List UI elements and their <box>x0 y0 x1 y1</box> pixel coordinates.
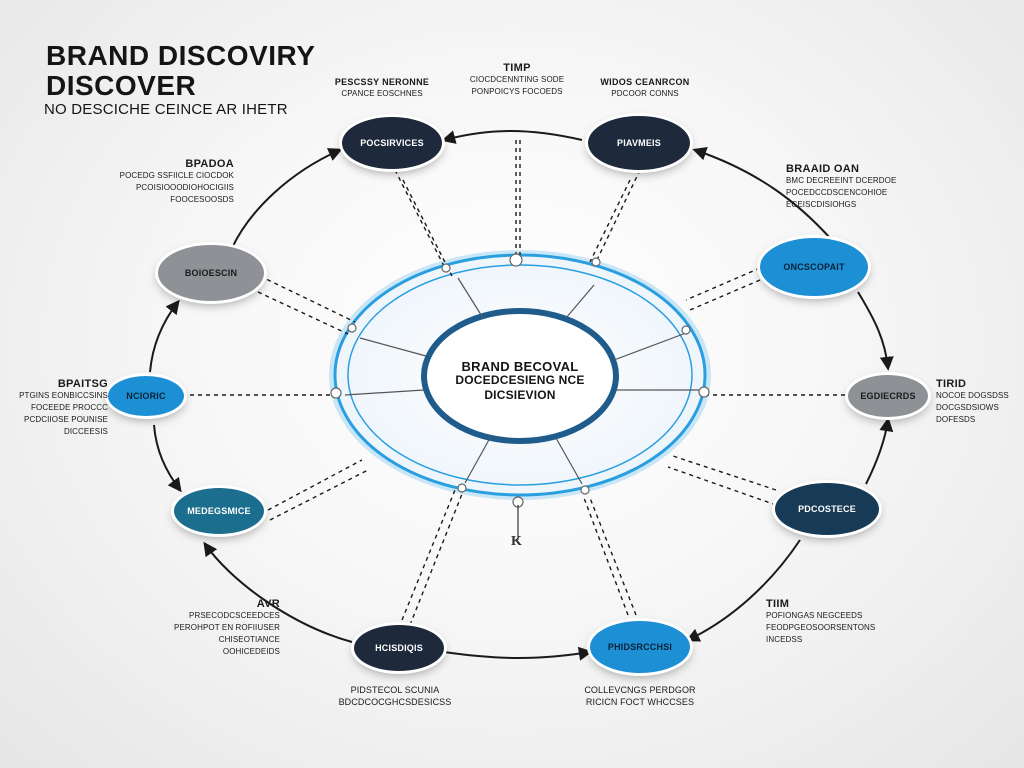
outer-cycle-arrows <box>149 130 894 661</box>
annotation-upper-right: BRAAID OAN BMC DECREEINT DCERDOE POCEDCC… <box>786 163 906 211</box>
annotation-line: NOCOE DOGSDSS <box>936 391 1009 400</box>
annotation-line: RICICN FOCT WHCCSES <box>585 697 695 707</box>
node-lower-right[interactable]: PDCOSTECE <box>775 483 879 535</box>
annotation-line: CIOCDCENNTING SODE <box>469 75 565 84</box>
node-label: MEDEGSMICE <box>187 506 251 516</box>
cycle-arrow-6 <box>443 646 593 661</box>
dashed-connectors <box>190 140 845 621</box>
cycle-arrow-1 <box>441 130 583 144</box>
annotation-top-left: PESCSSY NERONNE CPANCE EOSCHNES <box>322 76 442 100</box>
node-label: POCSIRVICES <box>360 138 424 148</box>
page-title-line-2: DISCOVER <box>46 70 197 101</box>
cycle-arrow-10 <box>231 148 343 249</box>
node-label: PHIDSRCCHSI <box>607 642 673 652</box>
cycle-arrow-4 <box>865 417 894 485</box>
annotation-line: COLLEVCNGS PERDGOR <box>584 685 696 695</box>
node-label: ONCSCOPAIT <box>783 262 845 272</box>
junction-dots <box>330 253 710 508</box>
annotation-line: POCEDG SSFIICLE CIOCDOK <box>119 171 234 180</box>
annotation-mid-right: TIRID NOCOE DOGSDSS DOCGSDSIOWS DOFESDS <box>936 378 1020 426</box>
annotation-bottom-left: PIDSTECOL SCUNIA BDCDCOCGHCSDESICSS <box>330 684 460 708</box>
annotation-line: PEROHPOT EN ROFIIUSER <box>174 623 280 632</box>
node-top-right[interactable]: PIAVMEIS <box>588 116 690 170</box>
annotation-line: BDCDCOCGHCSDESICSS <box>338 697 452 707</box>
annotation-line: POCEDCCDSCENCOHIOE <box>786 188 888 197</box>
dashed-connectors-twin <box>257 140 777 626</box>
node-mid-right[interactable]: EGDIECRDS <box>848 375 928 417</box>
annotation-line: PCDCIIOSE POUNISE <box>24 415 108 424</box>
node-label: BOIOESCIN <box>184 268 238 278</box>
annotation-line: PTGINS EONBICCSINS <box>19 391 108 400</box>
annotation-lower-left: AVR PRSECODCSCEEDCES PEROHPOT EN ROFIIUS… <box>150 598 280 658</box>
annotation-upper-left: BPADOA POCEDG SSFIICLE CIOCDOK PCOISIOOO… <box>110 158 234 206</box>
node-upper-right[interactable]: ONCSCOPAIT <box>760 238 868 296</box>
cycle-arrow-2 <box>692 146 831 239</box>
annotation-heading: AVR <box>256 598 280 610</box>
knot-glyph: K <box>511 534 522 549</box>
annotation-heading: BPAITSG <box>57 378 108 390</box>
page-title: BRAND DISCOVIRY <box>46 40 316 71</box>
node-bottom-right[interactable]: PHIDSRCCHSI <box>590 621 690 673</box>
annotation-line: FOCEEDE PROCCC <box>31 403 108 412</box>
center-subtitle: DOCEDCESIENG NCE <box>455 373 585 387</box>
node-bottom-left[interactable]: HCISDIQIS <box>354 625 444 671</box>
cycle-arrow-5 <box>685 539 801 642</box>
annotation-line: FEODPGEOSOORSENTONS <box>766 623 876 632</box>
node-label: PDCOSTECE <box>798 504 856 514</box>
annotation-line: ECEISCDISIOHGS <box>786 200 857 209</box>
annotation-bottom-right: COLLEVCNGS PERDGOR RICICN FOCT WHCCSES <box>570 684 710 708</box>
node-upper-left[interactable]: BOIOESCIN <box>158 245 264 301</box>
core-ring <box>421 308 619 444</box>
cycle-arrow-7 <box>203 541 353 643</box>
node-mid-left[interactable]: NCIORIC <box>108 376 184 416</box>
annotation-line: PONPOICYS FOCOEDS <box>471 87 563 96</box>
annotation-heading: PESCSSY NERONNE <box>334 77 430 87</box>
cycle-arrow-8 <box>153 424 182 493</box>
annotation-line: DOCGSDSIOWS <box>936 403 999 412</box>
annotation-heading: TIRID <box>936 378 967 390</box>
annotation-line: POFIONGAS NEGCEEDS <box>766 611 863 620</box>
annotation-line: PCOISIOOODIOHOCIGIIS <box>135 183 234 192</box>
annotation-line: FOOCESOOSDS <box>170 195 234 204</box>
annotation-line: PDCOOR CONNS <box>611 89 679 98</box>
annotation-heading: TIIM <box>766 598 790 610</box>
page-subtitle: NO DESCICHE CEINCE AR IHETR <box>44 101 288 118</box>
annotation-heading: BPADOA <box>185 158 234 170</box>
center-caption: DICSIEVION <box>484 388 556 402</box>
annotation-line: DICCEESIS <box>63 427 108 436</box>
annotation-line: CPANCE EOSCHNES <box>341 89 423 98</box>
center-title: BRAND BECOVAL <box>461 359 579 374</box>
annotation-line: CHISEOTIANCE <box>218 635 280 644</box>
cycle-arrow-9 <box>149 299 180 373</box>
node-label: HCISDIQIS <box>375 643 423 653</box>
node-label: NCIORIC <box>126 391 166 401</box>
annotation-heading: TIMP <box>503 62 531 74</box>
annotation-heading: BRAAID OAN <box>786 163 860 175</box>
annotation-top-center: TIMP CIOCDCENNTING SODE PONPOICYS FOCOED… <box>452 62 582 98</box>
annotation-heading: WIDOS CEANRCON <box>600 77 690 87</box>
annotation-line: PIDSTECOL SCUNIA <box>350 685 440 695</box>
node-top-left[interactable]: POCSIRVICES <box>342 117 442 169</box>
annotation-line: DOFESDS <box>936 415 976 424</box>
inner-spokes <box>344 277 700 485</box>
node-lower-left[interactable]: MEDEGSMICE <box>174 488 264 534</box>
annotation-line: INCEDSS <box>766 635 803 644</box>
node-label: PIAVMEIS <box>617 138 661 148</box>
annotation-line: PRSECODCSCEEDCES <box>189 611 280 620</box>
node-label: EGDIECRDS <box>860 391 916 401</box>
annotation-line: BMC DECREEINT DCERDOE <box>786 176 897 185</box>
annotation-lower-right: TIIM POFIONGAS NEGCEEDS FEODPGEOSOORSENT… <box>766 598 886 646</box>
annotation-line: OOHICEDEIDS <box>222 647 280 656</box>
cycle-arrow-3 <box>857 291 894 371</box>
annotation-top-right: WIDOS CEANRCON PDCOOR CONNS <box>585 76 705 100</box>
annotation-mid-left: BPAITSG PTGINS EONBICCSINS FOCEEDE PROCC… <box>8 378 108 438</box>
